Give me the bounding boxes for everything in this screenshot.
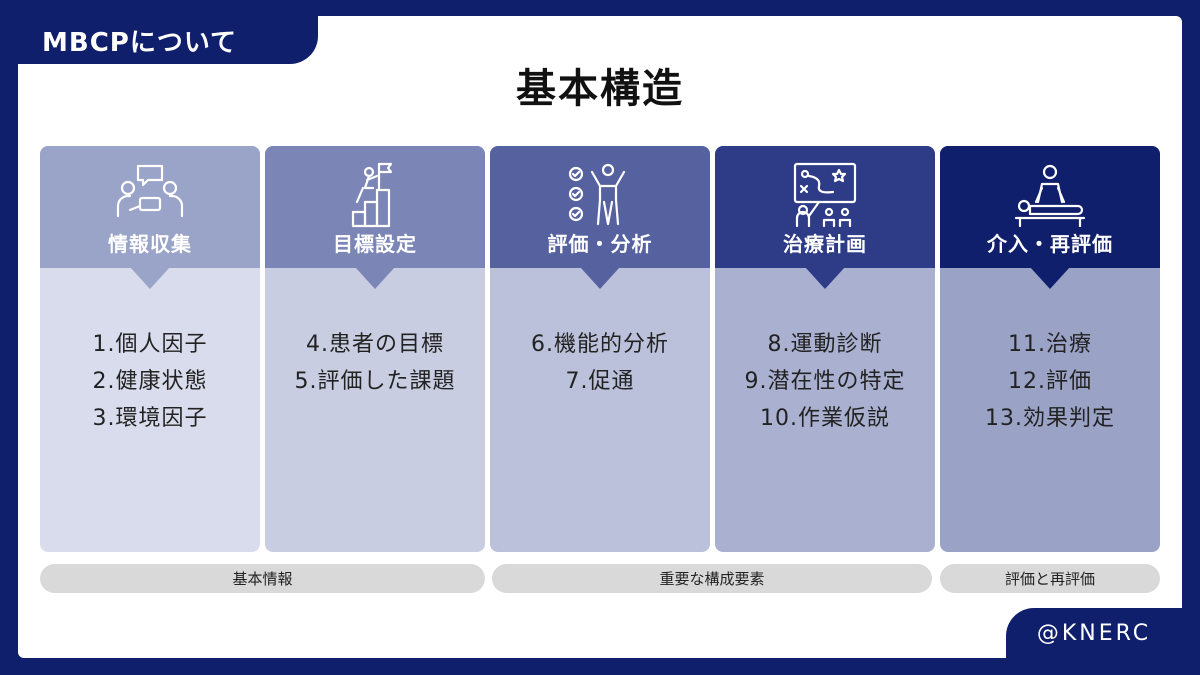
card-item-list: 8.運動診断 9.潜在性の特定 10.作業仮説 — [715, 326, 935, 437]
planning-board-icon — [793, 162, 857, 228]
page-title: 基本構造 — [506, 56, 694, 114]
card-pointer — [805, 267, 845, 289]
card-item-list: 11.治療 12.評価 13.効果判定 — [940, 326, 1160, 437]
card-title: 治療計画 — [783, 232, 867, 256]
list-item: 8.運動診断 — [767, 332, 883, 357]
footer-group-key-components: 重要な構成要素 — [492, 564, 932, 593]
card-header: 情報収集 — [40, 146, 260, 268]
card-title: 目標設定 — [333, 232, 417, 256]
list-item: 2.健康状態 — [92, 369, 208, 394]
consultation-icon — [116, 164, 184, 218]
card-item-list: 6.機能的分析 7.促通 — [490, 326, 710, 400]
card-header: 治療計画 — [715, 146, 935, 268]
list-item: 3.環境因子 — [92, 406, 208, 431]
list-item: 7.促通 — [565, 369, 635, 394]
card-header: 介入・再評価 — [940, 146, 1160, 268]
list-item: 5.評価した課題 — [294, 369, 456, 394]
card-title: 介入・再評価 — [987, 232, 1113, 256]
card-evaluation-analysis: 評価・分析 6.機能的分析 7.促通 — [490, 146, 710, 552]
footer-group-reevaluation: 評価と再評価 — [940, 564, 1160, 593]
page-title-text: 基本構造 — [516, 66, 684, 112]
card-item-list: 1.個人因子 2.健康状態 3.環境因子 — [40, 326, 260, 437]
list-item: 9.潜在性の特定 — [744, 369, 906, 394]
card-intervention-reevaluation: 介入・再評価 11.治療 12.評価 13.効果判定 — [940, 146, 1160, 552]
list-item: 13.効果判定 — [985, 406, 1115, 431]
card-header: 目標設定 — [265, 146, 485, 268]
card-pointer — [130, 267, 170, 289]
card-treatment-plan: 治療計画 8.運動診断 9.潜在性の特定 10.作業仮説 — [715, 146, 935, 552]
goal-flag-icon — [351, 162, 393, 228]
list-item: 10.作業仮説 — [760, 406, 890, 431]
card-pointer — [1030, 267, 1070, 289]
list-item: 1.個人因子 — [92, 332, 208, 357]
list-item: 4.患者の目標 — [306, 332, 444, 357]
card-information-gathering: 情報収集 1.個人因子 2.健康状態 3.環境因子 — [40, 146, 260, 552]
list-item: 12.評価 — [1008, 369, 1092, 394]
card-pointer — [355, 267, 395, 289]
card-goal-setting: 目標設定 4.患者の目標 5.評価した課題 — [265, 146, 485, 552]
footer-group-basic-info: 基本情報 — [40, 564, 485, 593]
card-pointer — [580, 267, 620, 289]
section-tag: MBCPについて — [18, 16, 318, 64]
therapy-massage-icon — [1014, 164, 1086, 228]
card-title: 情報収集 — [108, 232, 192, 256]
card-header: 評価・分析 — [490, 146, 710, 268]
list-item: 11.治療 — [1008, 332, 1092, 357]
title-area: 基本構造 — [0, 56, 1200, 114]
list-item: 6.機能的分析 — [531, 332, 669, 357]
checklist-person-icon — [568, 163, 626, 226]
card-item-list: 4.患者の目標 5.評価した課題 — [265, 326, 485, 400]
brand-badge: @KNERC — [1006, 608, 1182, 658]
card-title: 評価・分析 — [547, 232, 653, 256]
